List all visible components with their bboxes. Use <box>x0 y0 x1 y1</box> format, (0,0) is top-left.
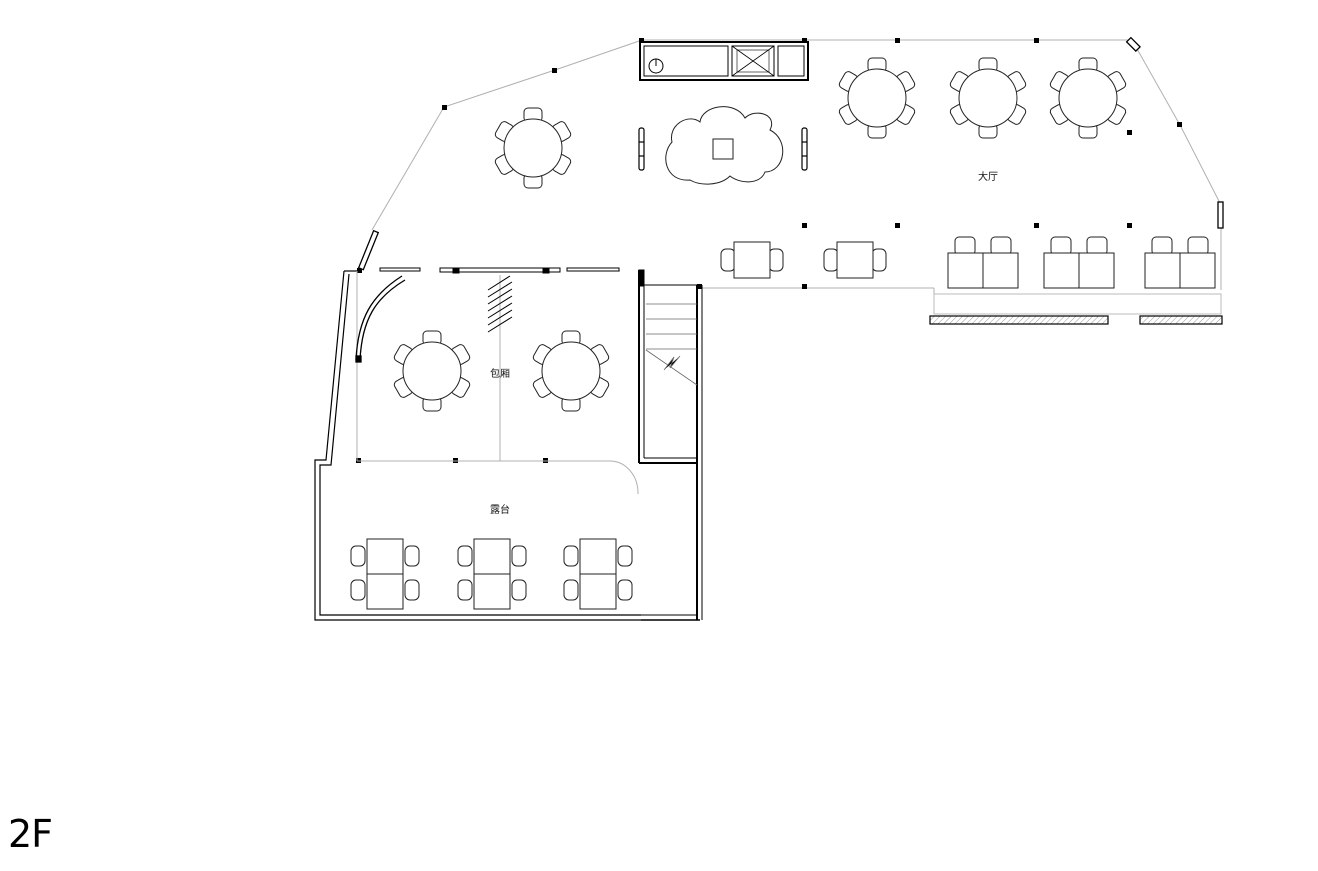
sliding-doors <box>379 267 620 274</box>
round-table-3 <box>949 57 1027 139</box>
chair <box>1050 236 1072 256</box>
curved-door <box>355 275 406 363</box>
round-table-1 <box>494 107 572 189</box>
chair <box>768 248 784 272</box>
chair <box>511 545 527 567</box>
terrace-table-group-2 <box>457 538 527 610</box>
booth-2 <box>1043 236 1115 289</box>
round-table-top <box>541 341 601 401</box>
chair <box>563 579 579 601</box>
stair-core <box>638 269 703 621</box>
booth-seat <box>1144 252 1181 289</box>
terrace-table-top <box>579 573 617 610</box>
booth-1 <box>947 236 1019 289</box>
chair <box>350 579 366 601</box>
chair <box>954 236 976 256</box>
chair <box>457 579 473 601</box>
furniture <box>350 57 1216 610</box>
round-table-top <box>402 341 462 401</box>
round-table-top <box>1058 68 1118 128</box>
chair <box>871 248 887 272</box>
terrace-table-group-3 <box>563 538 633 610</box>
cloud-feature <box>665 106 784 185</box>
chair <box>511 579 527 601</box>
square-table-1 <box>720 241 784 279</box>
chair <box>563 545 579 567</box>
chair <box>1086 236 1108 256</box>
terrace-table-top <box>366 538 404 575</box>
room-label-terrace: 露台 <box>490 503 510 516</box>
booth-seat <box>1179 252 1216 289</box>
round-table-top <box>503 118 563 178</box>
partition-screens <box>638 127 808 171</box>
chair <box>823 248 839 272</box>
chair <box>350 545 366 567</box>
round-table-2 <box>838 57 916 139</box>
chair <box>990 236 1012 256</box>
square-table-top <box>836 241 874 279</box>
chair <box>404 545 420 567</box>
round-table-6 <box>532 330 610 412</box>
chair <box>457 545 473 567</box>
room-label-private-room: 包厢 <box>490 367 510 380</box>
booth-seat <box>982 252 1019 289</box>
round-table-top <box>847 68 907 128</box>
booth-seat <box>1078 252 1115 289</box>
booth-seat <box>1043 252 1080 289</box>
terrace-table-group-1 <box>350 538 420 610</box>
chair <box>617 545 633 567</box>
chair <box>1187 236 1209 256</box>
chair <box>720 248 736 272</box>
service-core <box>639 41 809 81</box>
room-label-hall: 大厅 <box>978 170 998 183</box>
chair <box>404 579 420 601</box>
chair <box>617 579 633 601</box>
square-table-top <box>733 241 771 279</box>
floor-label: 2F <box>8 812 53 856</box>
terrace-table-top <box>473 538 511 575</box>
round-table-top <box>958 68 1018 128</box>
round-table-4 <box>1049 57 1127 139</box>
terrace-door-swing <box>609 460 639 495</box>
round-table-5 <box>393 330 471 412</box>
square-table-2 <box>823 241 887 279</box>
booth-3 <box>1144 236 1216 289</box>
terrace-table-top <box>473 573 511 610</box>
hall-facade-strip <box>929 293 1223 325</box>
terrace-table-top <box>579 538 617 575</box>
west-walls <box>314 270 641 621</box>
booth-seat <box>947 252 984 289</box>
louvre-screen <box>487 275 513 333</box>
terrace-table-top <box>366 573 404 610</box>
window-frames <box>357 36 1224 271</box>
stair-treads <box>645 303 698 386</box>
chair <box>1151 236 1173 256</box>
